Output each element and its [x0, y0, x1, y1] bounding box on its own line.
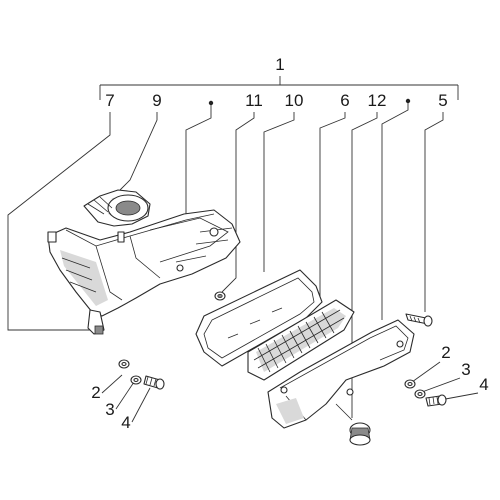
- grommet-part: [214, 291, 226, 301]
- label-item-7: 7: [105, 91, 114, 110]
- label-item-12: 12: [368, 91, 387, 110]
- intake-sleeve-part: [83, 189, 151, 227]
- drain-plug-part: [335, 403, 371, 446]
- screw-item-5-part: [405, 313, 433, 327]
- left-fastener-set: [118, 359, 165, 390]
- air-box-cover-part: [267, 319, 415, 429]
- clip-small-part: [94, 325, 104, 335]
- leader-dot-right: [405, 98, 411, 104]
- leader-lines: [7, 98, 479, 423]
- label-left-washer-2: 2: [91, 383, 100, 402]
- label-main-assembly: 1: [275, 55, 284, 74]
- label-item-11: 11: [245, 91, 263, 110]
- label-left-washer-3: 3: [105, 400, 114, 419]
- label-right-screw-4: 4: [479, 375, 488, 394]
- label-right-washer-3: 3: [461, 360, 470, 379]
- right-fastener-set: [404, 379, 447, 407]
- label-item-5: 5: [438, 91, 447, 110]
- label-right-washer-2: 2: [441, 343, 450, 362]
- air-box-housing-part: [47, 209, 241, 335]
- assembly-bracket: [99, 76, 459, 100]
- filter-element-part: [247, 299, 355, 381]
- label-left-screw-4: 4: [121, 413, 130, 432]
- label-item-10: 10: [285, 91, 304, 110]
- leader-dot-left: [208, 100, 214, 106]
- label-item-9: 9: [152, 91, 161, 110]
- label-item-6: 6: [340, 91, 349, 110]
